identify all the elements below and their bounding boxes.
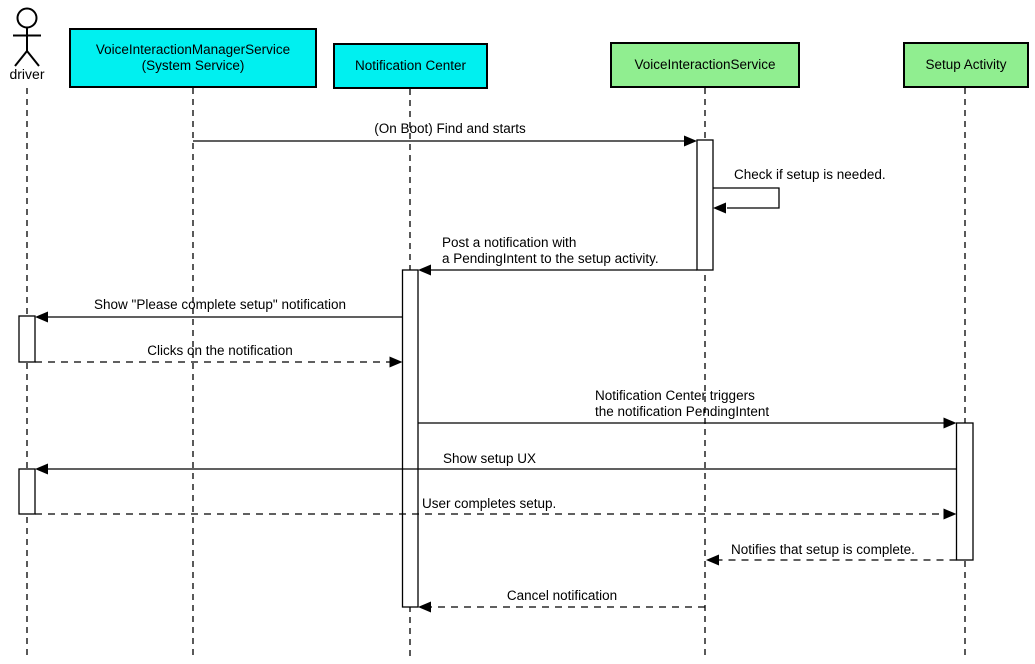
participant-setup-activity: Setup Activity	[903, 42, 1029, 88]
activation-bar-voice-interaction-service	[696, 139, 714, 271]
participant-label: Setup Activity	[925, 57, 1007, 72]
message-arrow-post-a-notification	[418, 264, 697, 276]
participant-voice-interaction-service: VoiceInteractionService	[610, 42, 800, 88]
message-arrow-show-setup-ux	[35, 463, 957, 475]
activation-bar-notification-center	[401, 269, 419, 608]
participant-voice-interaction-manager-service: VoiceInteractionManagerService (System S…	[69, 28, 317, 88]
message-arrow-cancel-notification	[418, 601, 705, 613]
message-label-triggers-pendingintent: Notification Center triggers the notific…	[595, 388, 769, 420]
message-label-line: Notification Center triggers	[595, 388, 755, 403]
participant-label: (System Service)	[141, 58, 245, 73]
message-label-clicks-on-the-notification: Clicks on the notification	[147, 343, 293, 358]
message-label-user-completes-setup: User completes setup.	[422, 496, 557, 511]
participant-label: Notification Center	[354, 58, 467, 73]
message-arrow-check-if-setup-is-needed	[713, 187, 780, 214]
actor-driver-icon	[13, 7, 41, 67]
message-label-show-setup-ux: Show setup UX	[443, 451, 537, 466]
participant-label: VoiceInteractionManagerService	[95, 42, 291, 57]
message-label-notifies-setup-complete: Notifies that setup is complete.	[731, 542, 915, 557]
message-label-line: Post a notification with	[442, 235, 577, 250]
participant-notification-center: Notification Center	[333, 43, 488, 89]
message-label-show-please-complete-setup-notification: Show "Please complete setup" notificatio…	[94, 297, 346, 312]
actor-driver-label: driver	[9, 66, 45, 82]
message-label-on-boot-find-and-starts: (On Boot) Find and starts	[374, 121, 526, 136]
message-arrow-triggers-pendingintent	[418, 417, 957, 429]
message-arrow-show-please-complete-setup-notification	[35, 311, 403, 323]
message-label-check-if-setup-is-needed: Check if setup is needed.	[734, 167, 886, 182]
message-arrow-notifies-setup-complete	[706, 554, 957, 566]
activation-bar-driver-2	[18, 468, 36, 515]
activation-bar-setup-activity	[955, 422, 974, 561]
message-label-line: a PendingIntent to the setup activity.	[442, 251, 659, 266]
message-label-cancel-notification: Cancel notification	[506, 588, 618, 603]
participant-label: VoiceInteractionService	[634, 57, 776, 72]
message-label-post-a-notification: Post a notification with a PendingIntent…	[442, 235, 659, 267]
message-arrow-clicks-on-the-notification	[35, 356, 403, 368]
message-arrow-user-completes-setup	[35, 508, 957, 520]
message-label-line: the notification PendingIntent	[595, 404, 770, 419]
activation-bar-driver-1	[18, 315, 36, 363]
message-arrow-on-boot-find-and-starts	[193, 135, 697, 147]
